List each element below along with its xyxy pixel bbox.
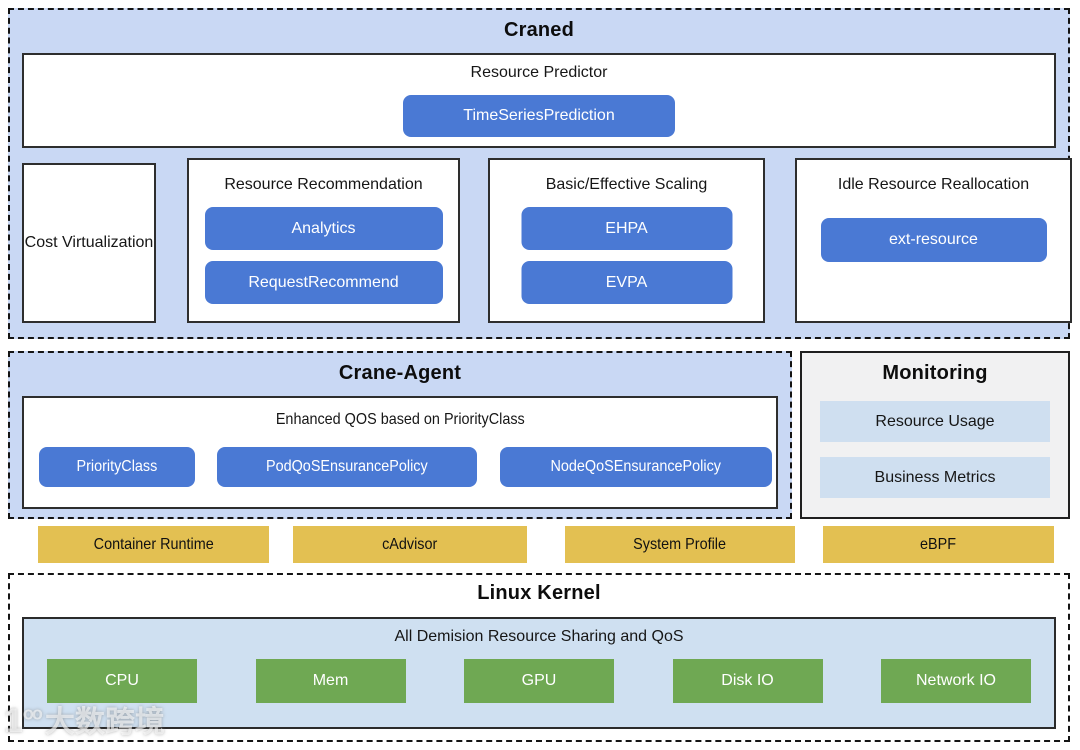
monitoring-title: Monitoring <box>882 362 988 384</box>
linux-kernel-title: Linux Kernel <box>477 582 601 604</box>
business-metrics-box: Business Metrics <box>820 457 1050 498</box>
resource-predictor-panel: Resource Predictor TimeSeriesPrediction <box>22 53 1056 148</box>
evpa-button: EVPA <box>521 261 732 304</box>
ext-resource-button: ext-resource <box>820 218 1047 262</box>
resource-usage-box: Resource Usage <box>820 401 1050 442</box>
watermark-logo-icon: 1oo <box>4 702 43 740</box>
craned-section: Craned Resource Predictor TimeSeriesPred… <box>8 8 1072 339</box>
requestrecommend-button: RequestRecommend <box>204 261 443 304</box>
ebpf-box: eBPF <box>823 526 1054 563</box>
podqosensurancepolicy-button: PodQoSEnsurancePolicy <box>217 447 477 487</box>
kernel-resource-row: CPU Mem GPU Disk IO Network IO <box>24 659 1054 703</box>
analytics-button: Analytics <box>204 207 443 250</box>
timeseriesprediction-button: TimeSeriesPrediction <box>403 95 675 137</box>
monitoring-section: Monitoring Resource Usage Business Metri… <box>800 351 1070 519</box>
craned-title: Craned <box>503 19 575 41</box>
nodeqosensurancepolicy-button: NodeQoSEnsurancePolicy <box>500 447 772 487</box>
watermark-text: 大数跨境 <box>44 706 165 739</box>
cpu-box: CPU <box>47 659 197 703</box>
crane-agent-section: Crane-Agent Enhanced QOS based on Priori… <box>8 351 792 519</box>
container-runtime-box: Container Runtime <box>38 526 269 563</box>
resource-recommendation-panel: Resource Recommendation Analytics Reques… <box>187 158 460 323</box>
watermark: 1oo 大数跨境 <box>4 697 165 741</box>
scaling-label: Basic/Effective Scaling <box>545 176 708 193</box>
enhanced-qos-label: Enhanced QOS based on PriorityClass <box>275 411 525 428</box>
gpu-box: GPU <box>464 659 614 703</box>
ehpa-button: EHPA <box>521 207 732 250</box>
idle-reallocation-label: Idle Resource Reallocation <box>837 176 1030 193</box>
linux-kernel-section: Linux Kernel All Demision Resource Shari… <box>8 573 1070 742</box>
resource-recommendation-label: Resource Recommendation <box>224 176 423 193</box>
scaling-panel: Basic/Effective Scaling EHPA EVPA <box>488 158 765 323</box>
enhanced-qos-panel: Enhanced QOS based on PriorityClass Prio… <box>22 396 778 509</box>
resource-predictor-label: Resource Predictor <box>470 64 608 81</box>
mem-box: Mem <box>255 659 406 703</box>
cost-virtualization-box: Cost Virtualization <box>22 163 156 323</box>
network-io-box: Network IO <box>881 659 1031 703</box>
disk-io-box: Disk IO <box>672 659 823 703</box>
cadvisor-box: cAdvisor <box>293 526 527 563</box>
resource-sharing-label: All Demision Resource Sharing and QoS <box>394 628 684 645</box>
system-profile-box: System Profile <box>565 526 795 563</box>
resource-sharing-panel: All Demision Resource Sharing and QoS CP… <box>22 617 1056 729</box>
idle-reallocation-panel: Idle Resource Reallocation ext-resource <box>795 158 1072 323</box>
crane-agent-title: Crane-Agent <box>338 362 462 384</box>
priorityclass-button: PriorityClass <box>39 447 195 487</box>
